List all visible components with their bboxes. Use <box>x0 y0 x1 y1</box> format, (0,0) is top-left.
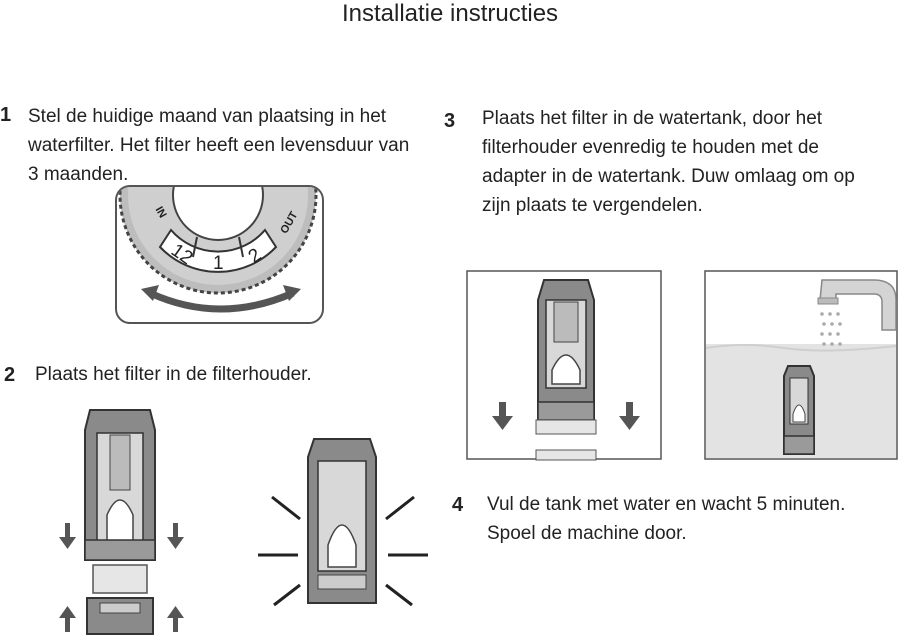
step-1-number: 1 <box>0 104 12 126</box>
step-3-number: 3 <box>444 110 456 132</box>
step-2-text: Plaats het filter in de filterhouder. <box>35 364 312 385</box>
tank-insert-illustration <box>466 270 662 461</box>
click-lines-icon <box>258 495 428 607</box>
page-title: Installatie instructies <box>341 0 559 27</box>
step-2-number: 2 <box>4 364 16 386</box>
step-3-text: Plaats het filter in de watertank, door … <box>482 108 855 216</box>
step-4-text: Vul de tank met water en wacht 5 minuten… <box>487 494 846 544</box>
push-arrows-icon <box>59 523 184 632</box>
filter-seated-illustration <box>258 438 428 607</box>
dial-month-1: 1 <box>213 253 224 274</box>
down-arrows-icon <box>492 402 640 430</box>
step-4-number: 4 <box>452 494 464 516</box>
faucet-icon <box>817 279 897 331</box>
arrow-left-icon <box>141 285 159 301</box>
water-drops-icon <box>820 312 842 346</box>
month-dial-illustration: 12 1 2 IN OUT <box>115 185 324 324</box>
dial-in-label: IN <box>153 205 169 221</box>
filter-insert-illustration <box>59 409 184 635</box>
arrow-right-icon <box>283 285 301 301</box>
step-1-text: Stel de huidige maand van plaatsing in h… <box>28 106 410 185</box>
tank-fill-illustration <box>704 270 898 460</box>
rotate-arrow-icon <box>148 289 295 313</box>
